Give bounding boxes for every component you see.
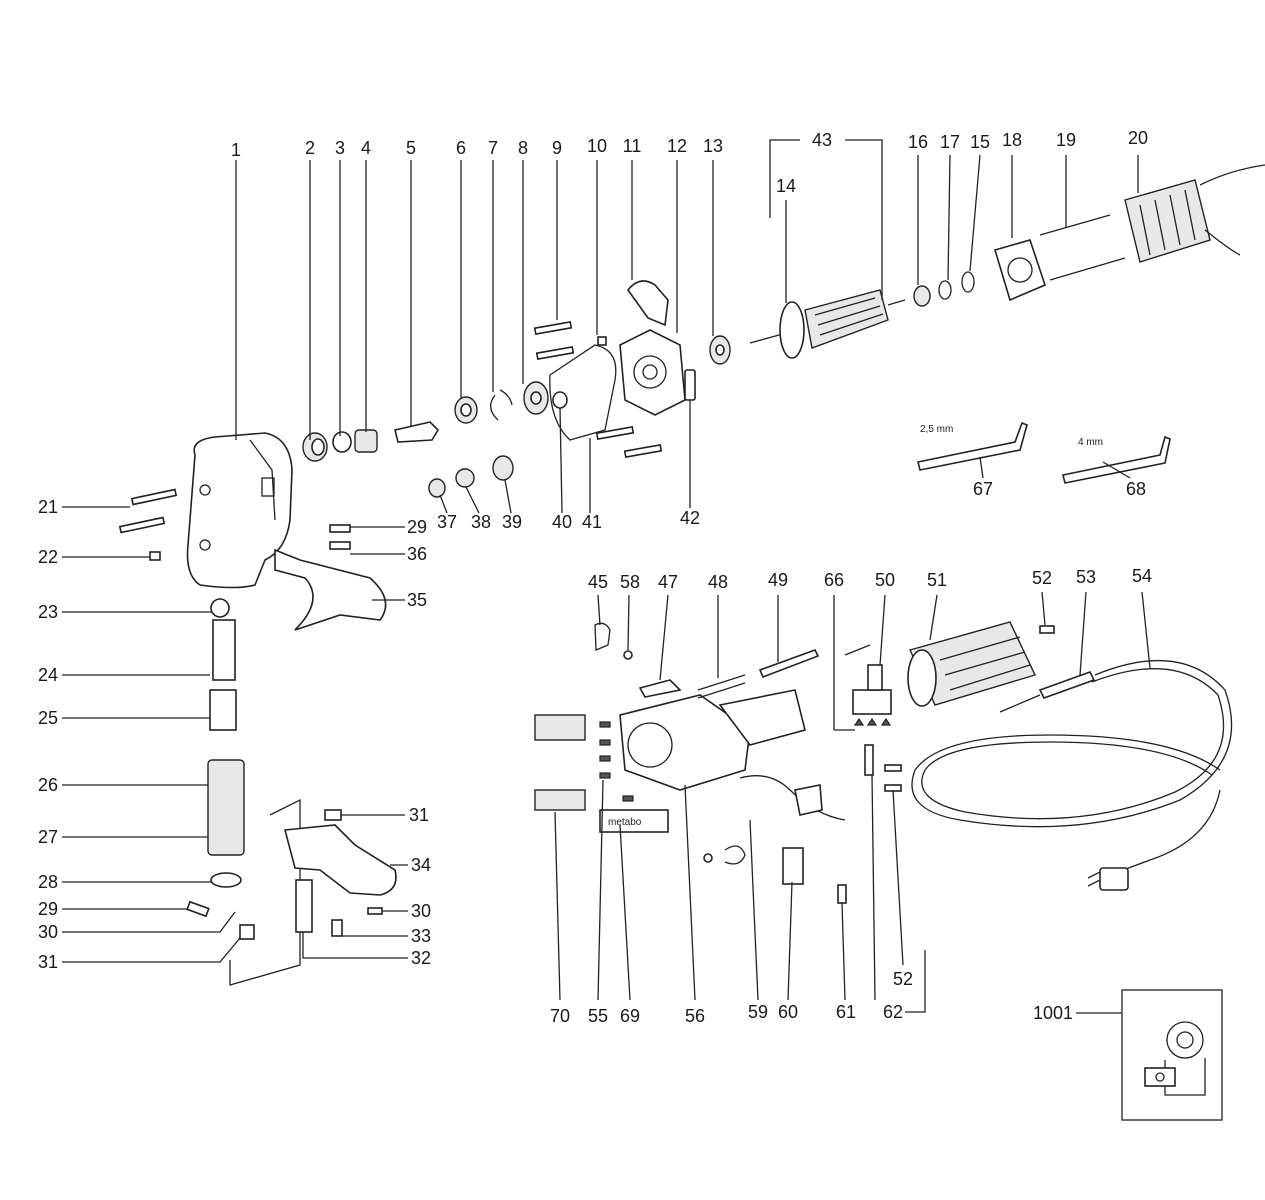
part-label: 68 [1126,479,1146,499]
part-label: 40 [552,512,572,532]
part-label: 27 [38,827,58,847]
part-label: 29 [407,517,427,537]
part-label: 39 [502,512,522,532]
part-label: 25 [38,708,58,728]
part-labels: 1 2 3 4 5 6 7 8 9 10 11 12 13 43 14 16 1… [38,128,1152,1026]
part-label: 61 [836,1002,856,1022]
motor-housing: metabo [534,689,806,833]
wrench-dim-b: 4 mm [1078,437,1103,448]
part-label: 54 [1132,566,1152,586]
part-label: 45 [588,572,608,592]
part-label: 6 [456,138,466,158]
part-label: 10 [587,136,607,156]
rear-bearing-rings [913,271,975,307]
part-label: 60 [778,1002,798,1022]
part-label: 7 [488,138,498,158]
part-label: 47 [658,572,678,592]
part-label: 42 [680,508,700,528]
part-label: 22 [38,547,58,567]
part-label: 30 [38,922,58,942]
part-label: 24 [38,665,58,685]
part-label: 31 [409,805,429,825]
part-label: 5 [406,138,416,158]
part-label: 17 [940,132,960,152]
spindle-assembly [302,381,549,462]
part-label: 2 [305,138,315,158]
part-label: 19 [1056,130,1076,150]
part-label: 9 [552,138,562,158]
part-label: 1 [231,140,241,160]
part-label: 37 [437,512,457,532]
part-label: 15 [970,132,990,152]
part-label: 18 [1002,130,1022,150]
part-label: 14 [776,176,796,196]
switch-parts [594,622,871,699]
part-label: 16 [908,132,928,152]
part-label: 51 [927,570,947,590]
part-label: 62 [883,1002,903,1022]
part-label: 48 [708,572,728,592]
part-label: 20 [1128,128,1148,148]
misc-electrical-parts [703,744,902,904]
pins [533,320,663,459]
part-label: 11 [623,136,642,156]
part-label: 52 [1032,568,1052,588]
part-label: 58 [620,572,640,592]
part-label: 30 [411,901,431,921]
part-label: 70 [550,1006,570,1026]
motor-can [907,621,1036,707]
die-assembly [229,798,397,986]
gasket [549,344,617,441]
part-label: 41 [582,512,602,532]
part-label: 52 [893,969,913,989]
part-label: 12 [667,136,687,156]
part-label: 56 [685,1006,705,1026]
part-label: 4 [361,138,371,158]
gearbox-housing [619,280,696,416]
part-label: 33 [411,926,431,946]
power-cord [911,625,1233,891]
part-label: 66 [824,570,844,590]
part-label: 36 [407,544,427,564]
bearing [709,335,731,365]
guard-plate [274,548,387,631]
part-label: 38 [471,512,491,532]
part-label: 53 [1076,567,1096,587]
part-label: 1001 [1033,1003,1073,1023]
brand-plate: metabo [608,817,642,828]
part-label: 31 [38,952,58,972]
part-label: 43 [812,130,832,150]
switch [852,664,892,726]
part-label: 67 [973,479,993,499]
part-label: 29 [38,899,58,919]
part-label: 49 [768,570,788,590]
part-label: 34 [411,855,431,875]
armature [749,289,906,359]
part-label: 59 [748,1002,768,1022]
gear-head-housing [186,432,293,589]
stator-assembly [994,164,1265,302]
blade-column [186,598,245,918]
inset-detail [1121,989,1223,1121]
part-label: 32 [411,948,431,968]
part-label: 55 [588,1006,608,1026]
part-label: 50 [875,570,895,590]
part-label: 23 [38,602,58,622]
part-label: 35 [407,590,427,610]
small-gears [118,455,514,561]
hex-wrenches: 2,5 mm 4 mm [917,421,1171,484]
part-label: 3 [335,138,345,158]
part-label: 21 [38,497,58,517]
leader-lines [62,139,1151,1014]
part-label: 28 [38,872,58,892]
part-label: 26 [38,775,58,795]
part-label: 13 [703,136,723,156]
part-label: 69 [620,1006,640,1026]
wrench-dim-a: 2,5 mm [920,424,953,435]
part-label: 8 [518,138,528,158]
